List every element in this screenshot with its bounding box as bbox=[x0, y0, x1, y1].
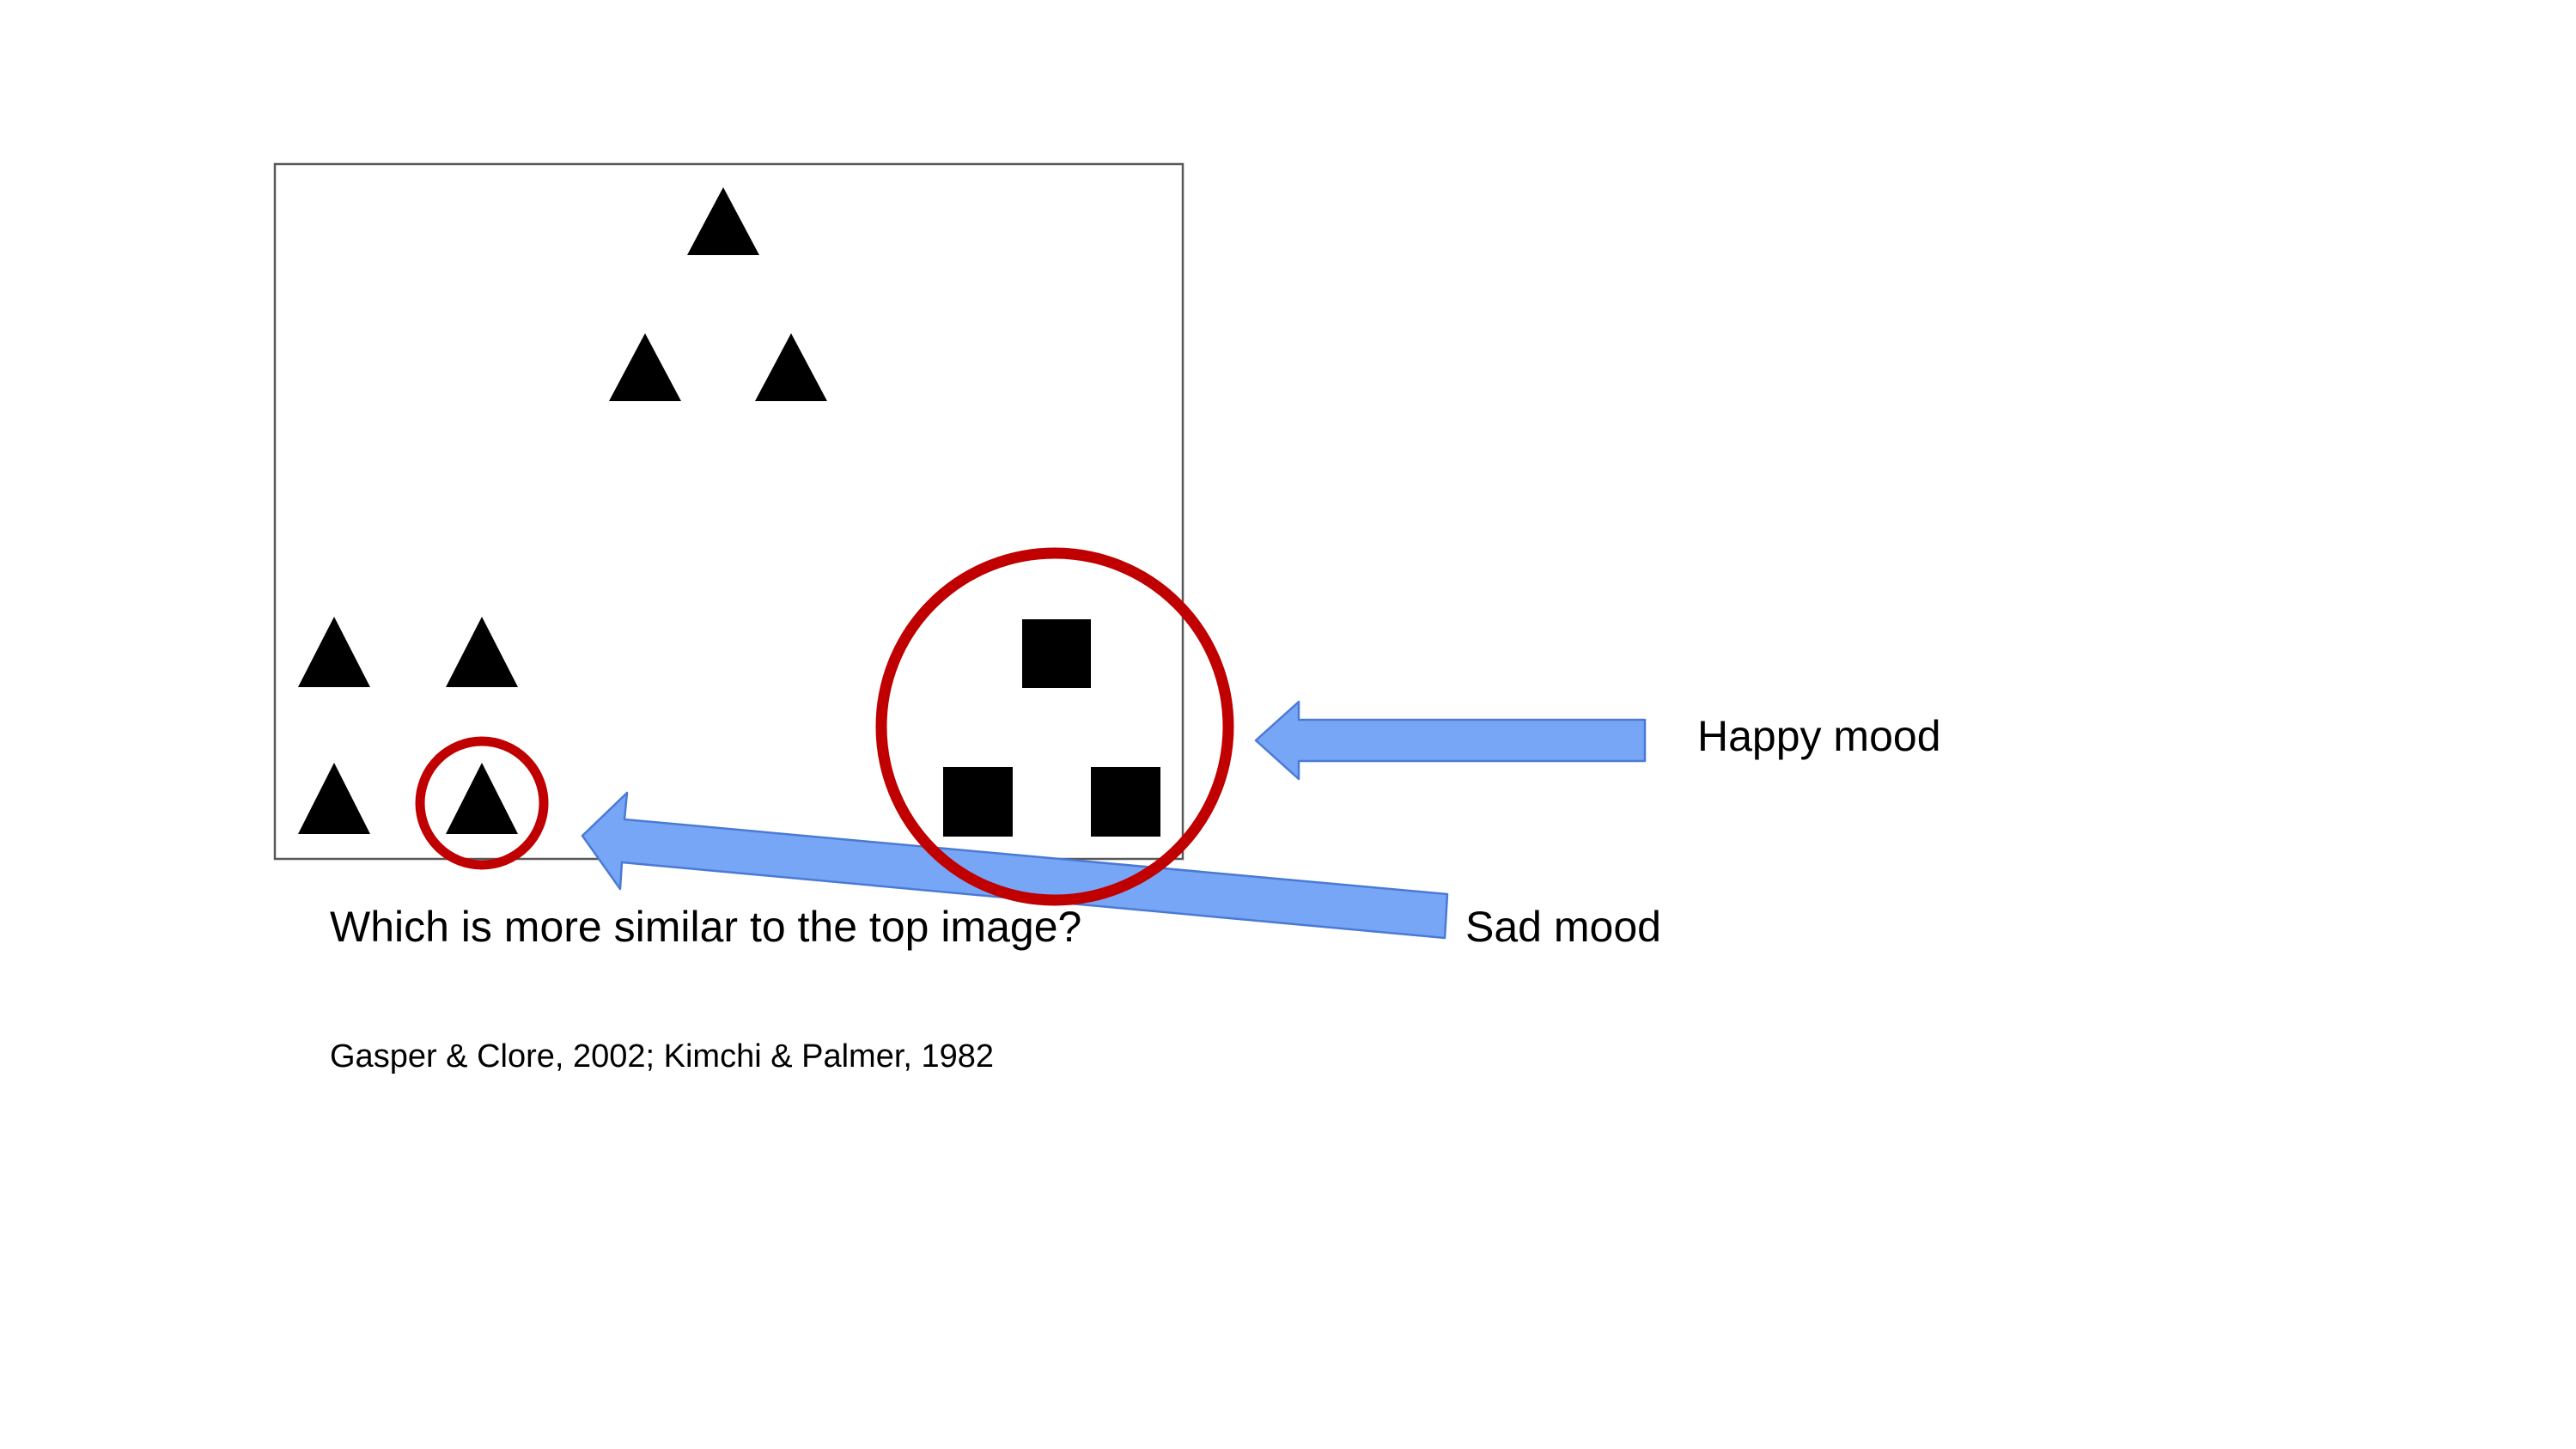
square-element bbox=[1022, 619, 1091, 688]
triangle-element bbox=[687, 187, 759, 255]
triangle-element bbox=[446, 617, 518, 687]
triangle-element bbox=[298, 617, 370, 687]
option-triangle-of-squares bbox=[943, 619, 1160, 837]
stimulus-frame bbox=[273, 162, 1184, 861]
square-element bbox=[943, 767, 1013, 837]
triangle-element bbox=[609, 333, 681, 401]
square-element bbox=[1091, 767, 1160, 837]
triangle-element bbox=[755, 333, 827, 401]
happy-mood-label: Happy mood bbox=[1697, 712, 1941, 760]
sad-mood-arrow bbox=[581, 791, 1449, 940]
triangle-element bbox=[298, 763, 370, 834]
global-choice-highlight-circle bbox=[875, 547, 1234, 906]
question-text: Which is more similar to the top image? bbox=[330, 903, 1082, 951]
sad-mood-label: Sad mood bbox=[1465, 903, 1661, 951]
local-choice-highlight-circle bbox=[415, 736, 549, 870]
triangle-element bbox=[446, 763, 518, 834]
option-square-of-triangles bbox=[298, 617, 518, 834]
top-figure bbox=[609, 187, 827, 401]
citation-text: Gasper & Clore, 2002; Kimchi & Palmer, 1… bbox=[330, 1038, 995, 1075]
happy-mood-arrow bbox=[1254, 700, 1647, 781]
